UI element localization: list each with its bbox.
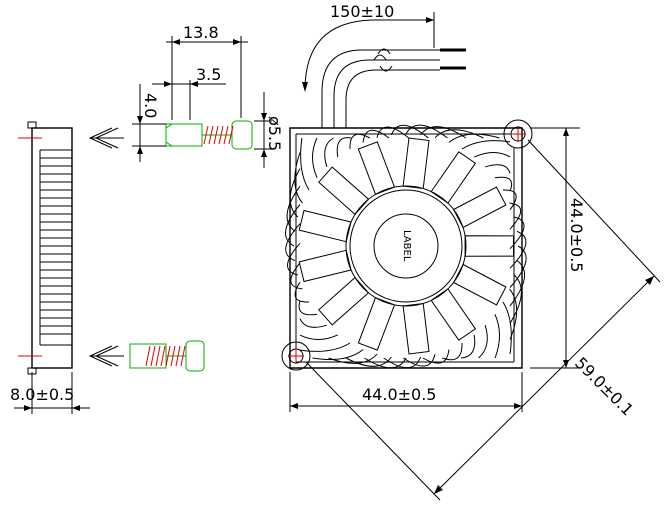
frame-fin <box>285 223 301 262</box>
frame-fin <box>502 189 517 211</box>
mount-hole-bottom-left <box>281 341 311 371</box>
frame-fin <box>403 354 436 367</box>
thread-coil <box>203 125 234 145</box>
insert-arrow-top <box>88 127 124 149</box>
fan-blades <box>298 137 514 355</box>
fan-cable: 150±10 <box>302 2 466 128</box>
frame-fin <box>294 152 303 204</box>
frame-fin <box>485 164 511 174</box>
fan-front-view: LABEL <box>281 119 533 371</box>
screw-head-height-label: 4.0 <box>141 93 160 118</box>
frame-fin <box>299 342 351 352</box>
frame-fin <box>448 133 500 143</box>
hole-diagonal-label: 59.0±0.1 <box>571 353 637 419</box>
frame-fin <box>442 342 463 361</box>
frame-fin <box>287 242 301 276</box>
fan-blade <box>402 137 430 190</box>
frame-fin <box>502 301 512 355</box>
screw-detail-top <box>165 120 253 150</box>
mount-hole-top-right <box>503 119 533 149</box>
side-fins <box>40 157 72 335</box>
frame-fin <box>494 176 513 192</box>
frame-fin <box>509 260 525 307</box>
frame-fin <box>362 129 390 143</box>
fan-blade <box>430 288 477 341</box>
fan-blade <box>357 297 396 351</box>
frame-fin <box>434 129 484 139</box>
frame-fin <box>460 334 476 359</box>
screw-detail-bottom <box>129 340 205 372</box>
cable-length-label: 150±10 <box>330 2 394 21</box>
frame-fin <box>298 300 318 316</box>
frame-fin <box>285 204 301 247</box>
screw-thread-bottom <box>145 345 186 367</box>
hub-label: LABEL <box>401 230 412 262</box>
frame-fin <box>349 133 371 150</box>
frame-fin <box>478 325 488 359</box>
fan-blade <box>318 166 370 216</box>
fan-blade <box>318 276 370 326</box>
frame-fin <box>299 334 339 340</box>
fan-blade <box>402 302 430 355</box>
frame-fin <box>509 288 518 340</box>
fan-side-view <box>18 121 73 375</box>
frame-fin <box>336 137 352 158</box>
width-dimension: 44.0±0.5 <box>289 372 523 412</box>
frame-fin <box>294 281 310 303</box>
fan-blade <box>357 141 396 195</box>
height-dimension: 44.0±0.5 <box>530 127 586 369</box>
frame-fin <box>405 124 448 139</box>
frame-fin <box>461 140 511 150</box>
frame-fin <box>376 126 410 139</box>
frame-fin <box>324 137 334 167</box>
frame-fin <box>509 274 522 324</box>
frame-fin <box>299 318 327 328</box>
fan-blade <box>464 235 514 257</box>
screw-length-label: 13.8 <box>183 23 219 42</box>
frame-fin <box>300 137 310 191</box>
fan-thickness-label: 8.0±0.5 <box>10 385 74 404</box>
frame-fins <box>285 124 527 369</box>
thread-coil <box>145 345 186 367</box>
frame-fin <box>290 262 303 290</box>
screw-thread-top <box>203 125 234 145</box>
fan-blade <box>298 249 352 283</box>
screw-dimensions: 13.8 3.5 4.0 ø5.5 <box>132 23 284 168</box>
frame-fin <box>390 124 429 139</box>
frame-fin <box>345 356 392 367</box>
frame-fin <box>422 349 450 364</box>
fan-blade <box>430 151 477 204</box>
frame-fin <box>312 349 364 361</box>
frame-fin <box>286 185 301 232</box>
fan-blade <box>452 186 507 229</box>
screw-diameter-label: ø5.5 <box>265 116 284 151</box>
fan-blade <box>298 209 352 243</box>
frame-fin <box>312 137 318 179</box>
screw-head-label: 3.5 <box>196 65 221 84</box>
frame-fin <box>364 357 407 369</box>
fan-width-label: 44.0±0.5 <box>362 385 436 404</box>
thickness-dimension: 8.0±0.5 <box>10 372 90 414</box>
fan-blade <box>452 263 507 306</box>
frame-fin <box>509 245 527 288</box>
frame-fin <box>420 126 467 139</box>
frame-fin <box>509 202 522 230</box>
fan-height-label: 44.0±0.5 <box>567 198 586 272</box>
frame-fin <box>473 152 511 158</box>
frame-fin <box>289 168 301 218</box>
frame-fin <box>494 313 500 359</box>
frame-fin <box>509 230 527 269</box>
insert-arrow-bottom <box>88 345 124 367</box>
